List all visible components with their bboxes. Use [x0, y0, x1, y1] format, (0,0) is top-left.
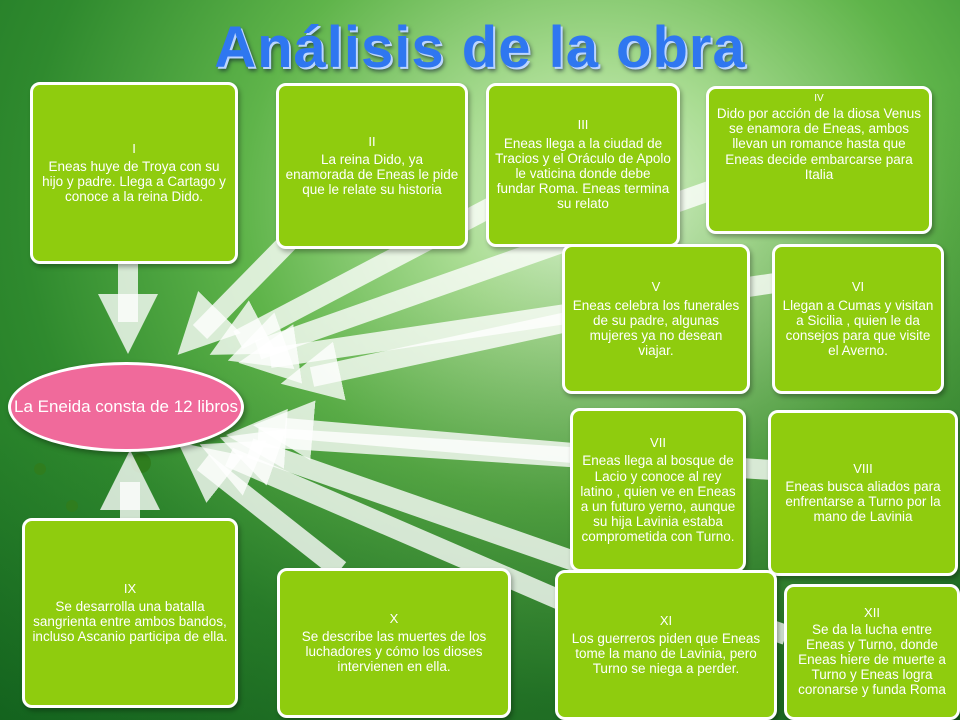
book-number: IV — [814, 93, 824, 104]
decorative-dot — [66, 500, 78, 512]
book-1-box: I Eneas huye de Troya con su hijo y padr… — [30, 82, 238, 264]
central-node: La Eneida consta de 12 libros — [8, 362, 244, 452]
book-text: Dido por acción de la diosa Venus se ena… — [716, 106, 922, 182]
book-number: II — [368, 133, 376, 149]
book-12-box: XII Se da la lucha entre Eneas y Turno, … — [784, 584, 960, 720]
book-number: X — [389, 610, 399, 626]
book-2-box: II La reina Dido, ya enamorada de Eneas … — [276, 83, 468, 249]
book-9-box: IX Se desarrolla una batalla sangrienta … — [22, 518, 238, 708]
book-6-box: VI Llegan a Cumas y visitan a Sicilia , … — [772, 244, 944, 394]
arrow-book-5 — [280, 312, 570, 401]
book-11-box: XI Los guerreros piden que Eneas tome la… — [555, 570, 777, 720]
book-7-box: VII Eneas llega al bosque de Lacio y con… — [570, 408, 746, 572]
book-number: VIII — [853, 460, 873, 476]
book-number: XI — [659, 612, 673, 628]
book-5-box: V Eneas celebra los funerales de su padr… — [562, 244, 750, 394]
book-text: La reina Dido, ya enamorada de Eneas le … — [285, 152, 459, 198]
book-text: Eneas celebra los funerales de su padre,… — [572, 297, 740, 358]
book-number: I — [132, 140, 136, 156]
book-text: Se desarrolla una batalla sangrienta ent… — [32, 599, 228, 645]
page-title: Análisis de la obra — [214, 15, 746, 80]
book-number: VII — [650, 434, 666, 450]
book-text: Eneas llega a la ciudad de Tracios y el … — [495, 136, 671, 212]
book-number: IX — [123, 580, 137, 596]
decorative-dot — [34, 463, 46, 475]
book-text: Llegan a Cumas y visitan a Sicilia , qui… — [782, 297, 934, 358]
book-text: Eneas llega al bosque de Lacio y conoce … — [580, 453, 736, 544]
book-text: Eneas busca aliados para enfrentarse a T… — [785, 479, 941, 525]
book-text: Eneas huye de Troya con su hijo y padre.… — [42, 159, 226, 205]
book-number: VI — [851, 279, 865, 294]
book-text: Se describe las muertes de los luchadore… — [301, 629, 487, 675]
central-node-label: La Eneida consta de 12 libros — [14, 396, 238, 416]
book-text: Los guerreros piden que Eneas tome la ma… — [571, 631, 761, 677]
book-10-box: X Se describe las muertes de los luchado… — [277, 568, 511, 718]
book-8-box: VIII Eneas busca aliados para enfrentars… — [768, 410, 958, 576]
book-number: III — [577, 117, 589, 133]
book-number: V — [651, 279, 661, 294]
book-number: XII — [864, 605, 880, 621]
book-text: Se da la lucha entre Eneas y Turno, dond… — [798, 622, 946, 698]
book-4-box: IV Dido por acción de la diosa Venus se … — [706, 86, 932, 234]
book-3-box: III Eneas llega a la ciudad de Tracios y… — [486, 83, 680, 247]
